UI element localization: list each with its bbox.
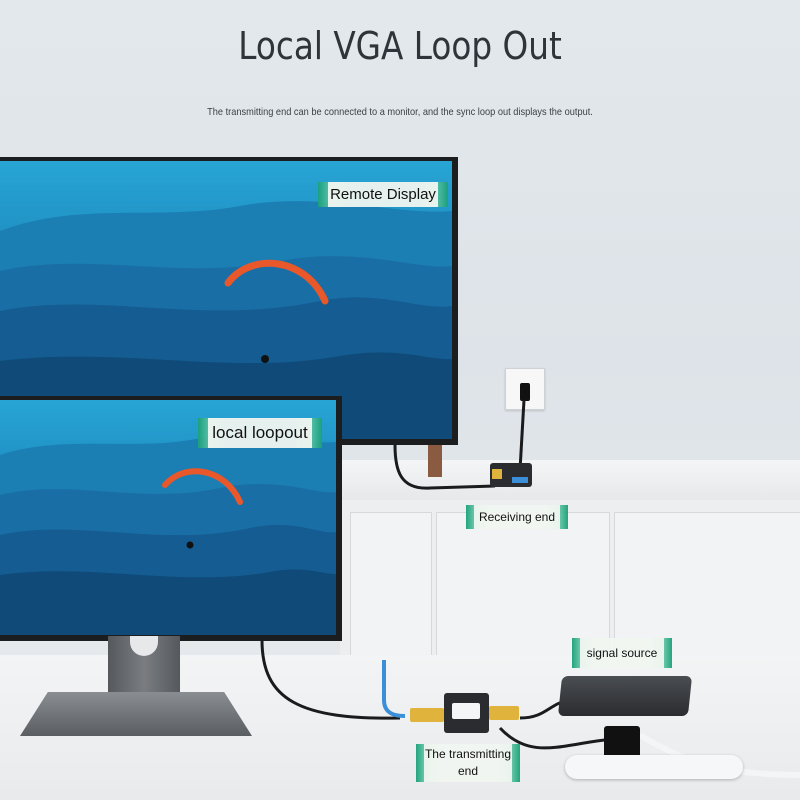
label-remote-display: Remote Display bbox=[318, 182, 448, 207]
page-title: Local VGA Loop Out bbox=[238, 24, 562, 68]
cabinet-top bbox=[340, 460, 800, 500]
label-local-loopout: local loopout bbox=[198, 418, 322, 448]
signal-source-text: signal source bbox=[580, 638, 664, 668]
vga-connector bbox=[410, 708, 444, 722]
transmitting-end-text-line1: The transmitting bbox=[424, 747, 512, 761]
page-subtitle: The transmitting end can be connected to… bbox=[207, 106, 593, 118]
remote-display-text: Remote Display bbox=[328, 182, 438, 207]
landscape-image bbox=[0, 436, 336, 635]
receiving-end-text: Receiving end bbox=[474, 505, 560, 529]
remote-monitor-stand bbox=[428, 445, 442, 477]
transmitting-end-text-line2: end bbox=[457, 764, 479, 778]
signal-source-device bbox=[557, 676, 693, 716]
local-loopout-text: local loopout bbox=[208, 418, 312, 448]
local-monitor-stand bbox=[108, 636, 180, 700]
label-receiving-end: Receiving end bbox=[466, 505, 568, 529]
local-monitor bbox=[0, 396, 342, 641]
power-strip bbox=[565, 755, 743, 779]
receiving-end-device bbox=[490, 463, 532, 487]
local-monitor-screen bbox=[0, 400, 336, 635]
vga-connector bbox=[489, 706, 519, 720]
label-signal-source: signal source bbox=[572, 638, 672, 668]
transmitting-end-device bbox=[444, 693, 489, 733]
label-transmitting-end: The transmitting end bbox=[416, 744, 520, 782]
local-monitor-base bbox=[20, 692, 252, 736]
cabinet-door bbox=[350, 512, 432, 664]
